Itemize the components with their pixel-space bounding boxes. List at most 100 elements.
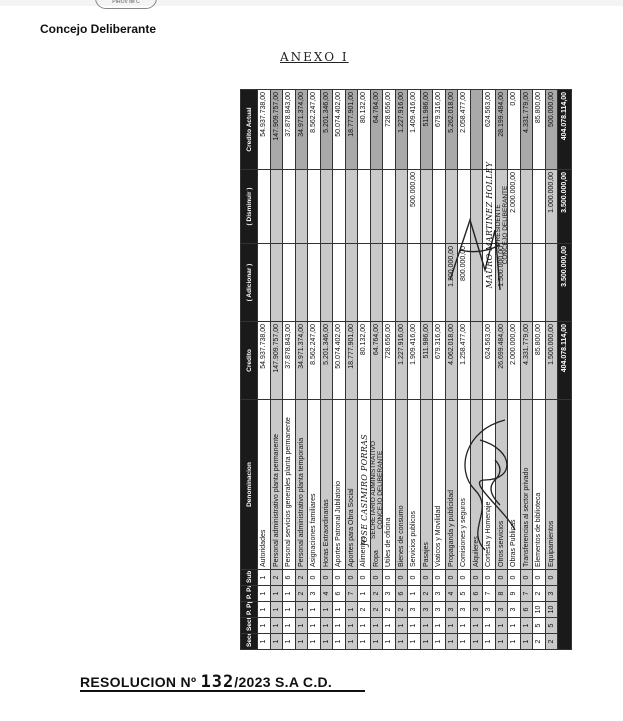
code-cell: 6 [520, 601, 533, 618]
code-cell: 1 [495, 633, 508, 650]
seal-fragment: PIROV de C [95, 0, 157, 9]
credito-actual-cell: 728.656,00 [382, 89, 395, 170]
credito-actual-cell: 1.227.916,00 [395, 89, 408, 170]
code-cell: 2 [420, 585, 433, 602]
code-cell: 1 [420, 617, 433, 634]
code-cell: 1 [345, 601, 358, 618]
code-cell: 1 [307, 633, 320, 650]
code-cell: 7 [482, 585, 495, 602]
code-cell: 1 [445, 617, 458, 634]
code-cell: 1 [457, 617, 470, 634]
denominacion-cell: Viaticos y Movilidad [432, 399, 445, 570]
column-header: P. Ppo. [240, 601, 258, 618]
code-cell: 0 [532, 569, 545, 586]
code-cell: 1 [332, 617, 345, 634]
credito-cell: 4.062.018,00 [445, 321, 458, 400]
credito-actual-cell: 64.764,00 [370, 89, 383, 170]
code-cell: 1 [495, 617, 508, 634]
credito-actual-cell: 1.409.416,00 [407, 89, 420, 170]
code-cell: 3 [432, 585, 445, 602]
credito-cell: 5.201.346,00 [320, 321, 333, 400]
code-cell: 1 [257, 617, 270, 634]
disminuir-cell [395, 169, 408, 244]
code-cell: 2 [370, 601, 383, 618]
credito-cell: 85.800,00 [532, 321, 545, 400]
code-cell: 3 [545, 585, 558, 602]
denominacion-cell: Servicios publicos [407, 399, 420, 570]
credito-actual-cell: 18.777.901,00 [345, 89, 358, 170]
denominacion-cell: Aportes para Obra Social [345, 399, 358, 570]
code-cell: 1 [295, 601, 308, 618]
disminuir-cell [270, 169, 283, 244]
denominacion-cell: Personal administrativo planta temporari… [295, 399, 308, 570]
code-cell: 0 [345, 569, 358, 586]
code-cell: 1 [370, 633, 383, 650]
code-cell: 3 [420, 601, 433, 618]
code-cell: 0 [470, 569, 483, 586]
code-cell: 1 [270, 633, 283, 650]
adicionar-cell [395, 243, 408, 322]
credito-cell: 18.777.901,00 [345, 321, 358, 400]
code-cell: 3 [382, 585, 395, 602]
code-cell: 1 [345, 633, 358, 650]
code-cell: 3 [457, 601, 470, 618]
code-cell: 0 [507, 569, 520, 586]
column-header: Sub Parc. [240, 569, 258, 586]
code-cell: 9 [507, 585, 520, 602]
code-cell: 6 [332, 585, 345, 602]
code-cell: 1 [320, 633, 333, 650]
signer-body-secretary: CONCEJO DELIBERANTE [377, 450, 384, 530]
credito-actual-cell: 679.316,00 [432, 89, 445, 170]
code-cell: 1 [257, 633, 270, 650]
code-cell: 1 [357, 585, 370, 602]
code-cell: 1 [282, 585, 295, 602]
code-cell: 5 [532, 617, 545, 634]
column-header: ( Disminuir ) [240, 169, 258, 244]
column-header: Secc. [240, 633, 258, 650]
code-cell: 2 [382, 601, 395, 618]
code-cell: 4 [445, 585, 458, 602]
code-cell: 1 [432, 617, 445, 634]
code-cell: 3 [470, 601, 483, 618]
code-cell: 1 [307, 617, 320, 634]
code-cell: 7 [345, 585, 358, 602]
credito-cell: 1.258.477,00 [457, 321, 470, 400]
credito-actual-cell: 5.262.018,00 [445, 89, 458, 170]
code-cell: 3 [507, 601, 520, 618]
adicionar-cell [370, 243, 383, 322]
code-cell: 0 [457, 569, 470, 586]
column-header: Sect. [240, 617, 258, 634]
adicionar-cell [545, 243, 558, 322]
code-cell: 2 [532, 585, 545, 602]
adicionar-cell [407, 243, 420, 322]
code-cell: 4 [320, 585, 333, 602]
column-header: P. Parc. [240, 585, 258, 602]
totals-spacer [557, 399, 572, 650]
credito-actual-cell: 511.986,00 [420, 89, 433, 170]
code-cell: 1 [382, 617, 395, 634]
credito-cell: 50.074.402,00 [332, 321, 345, 400]
code-cell: 3 [307, 585, 320, 602]
code-cell: 1 [407, 585, 420, 602]
denominacion-cell: Personal servicios generales planta perm… [282, 399, 295, 570]
disminuir-cell [320, 169, 333, 244]
credito-actual-cell [470, 89, 483, 170]
code-cell: 1 [407, 633, 420, 650]
code-cell: 1 [295, 633, 308, 650]
code-cell: 0 [307, 569, 320, 586]
credito-cell: 26.699.484,00 [495, 321, 508, 400]
page-header-title: Concejo Deliberante [40, 22, 157, 36]
signer-role-secretary: SECRETARIO ADMINISTRATIVO [370, 441, 377, 539]
code-cell: 1 [282, 601, 295, 618]
code-cell: 1 [345, 617, 358, 634]
total-disminuir: 3.500.000,00 [557, 169, 572, 244]
totals-row: 404.078.114,00 3.500.000,00 3.500.000,00… [557, 89, 572, 650]
disminuir-cell [307, 169, 320, 244]
signer-name-secretary: JOSE CASIMIRO PORRAS [360, 434, 369, 546]
code-cell: 1 [282, 633, 295, 650]
